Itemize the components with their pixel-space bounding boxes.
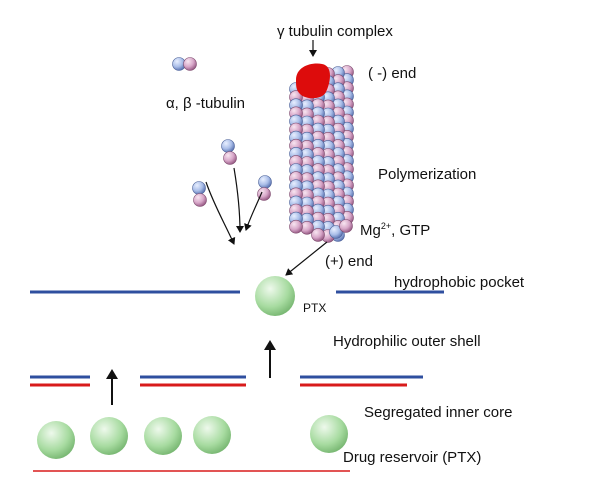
tubulin-dimer-subunit (183, 57, 197, 71)
segregated-core-label: Segregated inner core (364, 404, 513, 421)
ptx-sphere-core-4 (193, 416, 231, 454)
tubulin-subunit (289, 219, 303, 234)
drug-reservoir-label: Drug reservoir (PTX) (343, 449, 482, 466)
gamma-tubulin-complex (296, 63, 330, 99)
dimer-arrow-middle (233, 167, 244, 233)
plus-end-arrow (285, 241, 328, 276)
dimer-arrow-right (244, 191, 263, 231)
tubulin-subunit (329, 225, 343, 239)
tubulin-dimer-subunit (223, 151, 237, 165)
hydrophobic-pocket-label: hydrophobic pocket (394, 274, 525, 291)
tubulin-dimer-subunit (257, 187, 271, 201)
tubulin-subunit (339, 219, 353, 233)
ptx-sphere-core-2 (90, 417, 128, 455)
polymerization-label: Polymerization (378, 166, 477, 183)
tubulin-dimer-subunit (193, 193, 207, 207)
minus-end-label: ( -) end (368, 65, 417, 82)
dimer-arrow-left (205, 181, 236, 245)
tubulin-subunit (311, 228, 325, 242)
tubulin-dimer-subunit (221, 139, 235, 153)
alpha-beta-tubulin-label: α, β -tubulin (166, 95, 245, 112)
ptx-spheres (37, 276, 348, 459)
mg-gtp-label: Mg2+, GTP (360, 221, 431, 239)
arrows (106, 40, 328, 405)
hydrophilic-shell-label: Hydrophilic outer shell (333, 333, 481, 350)
ptx-sphere-core-1 (37, 421, 75, 459)
membrane-lines (30, 290, 444, 472)
mg-text: Mg (360, 222, 381, 239)
tubulin-dimer-subunit (192, 181, 206, 195)
ptx-sphere-core-5 (310, 415, 348, 453)
ptx-sphere-core-3 (144, 417, 182, 455)
gtp-text: , GTP (391, 222, 431, 239)
mg-charge: 2+ (380, 221, 392, 231)
gamma-complex-label: γ tubulin complex (277, 23, 393, 40)
tubulin-dimer-subunit (258, 175, 272, 189)
plus-end-label: (+) end (325, 253, 373, 270)
free-tubulin-dimers (172, 57, 272, 207)
ptx-sphere-pocket (255, 276, 295, 316)
ptx-label: PTX (303, 301, 327, 315)
